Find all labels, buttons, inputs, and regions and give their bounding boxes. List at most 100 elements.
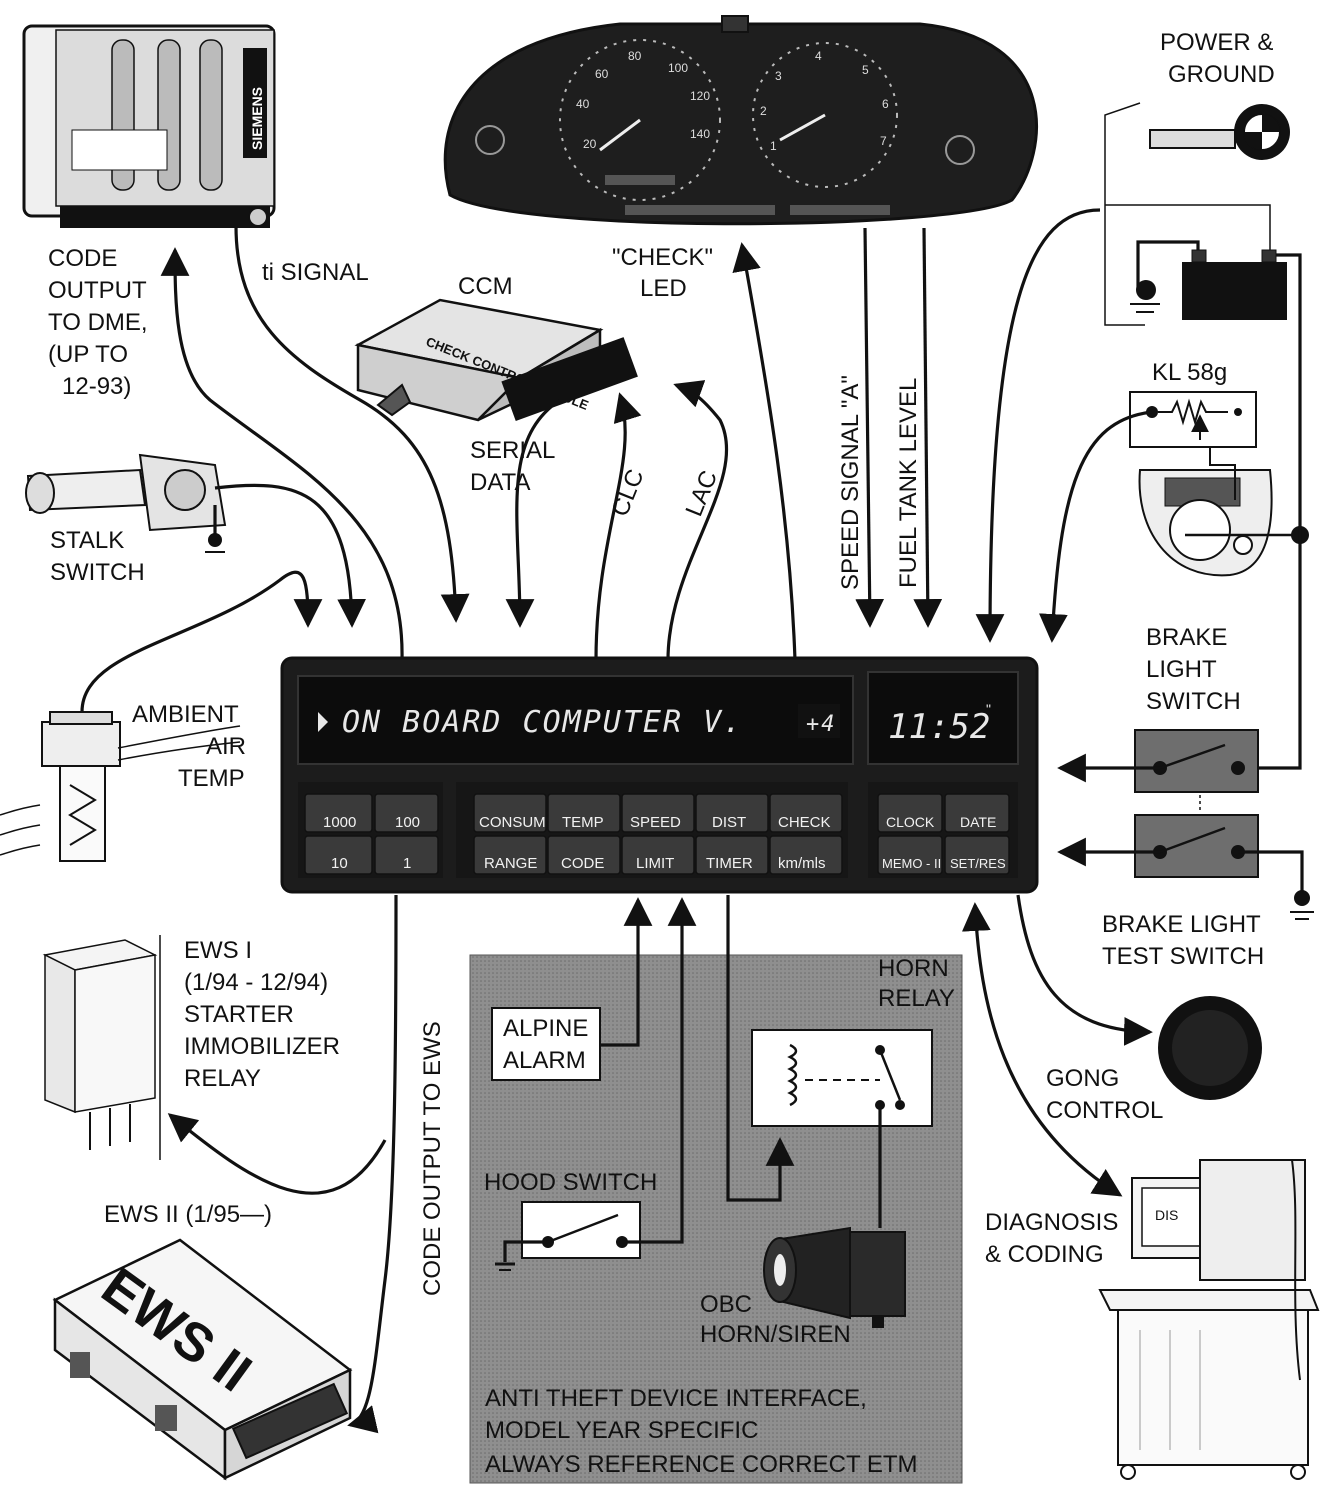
anti-theft-line-2: MODEL YEAR SPECIFIC	[485, 1417, 758, 1444]
tacho-tick-3: 3	[775, 69, 782, 83]
speedo-tick-100: 100	[668, 61, 688, 75]
alpine-alarm-label-2: ALARM	[503, 1047, 586, 1074]
ews2-label: EWS II (1/95—)	[104, 1201, 272, 1228]
btn-label-memo: MEMO - II	[882, 856, 941, 871]
kl58g-label: KL 58g	[1152, 359, 1227, 386]
obc-horn-label-2: HORN/SIREN	[700, 1321, 851, 1348]
tacho-tick-1: 1	[770, 139, 777, 153]
horn-relay-label-2: RELAY	[878, 985, 955, 1012]
obc-button-limit[interactable]: LIMIT	[621, 835, 695, 875]
code-output-ews-label: CODE OUTPUT TO EWS	[419, 1021, 446, 1296]
ews1-relay	[42, 935, 161, 1160]
speedo-tick-60: 60	[595, 67, 609, 81]
horn-relay: HORN RELAY	[751, 955, 955, 1127]
obc-button-set-res[interactable]: SET/RES	[944, 835, 1010, 875]
alpine-alarm-label-1: ALPINE	[503, 1015, 588, 1042]
btn-label-set-res: SET/RES	[950, 856, 1006, 871]
btn-label-speed: SPEED	[630, 814, 681, 831]
obc-display-symbol: +4	[806, 712, 837, 737]
btn-label-consum: CONSUM	[479, 814, 546, 831]
obc-button-km-mls[interactable]: km/mls	[769, 835, 843, 875]
ews1-label-5: RELAY	[184, 1065, 261, 1092]
siemens-logo-text: SIEMENS	[249, 87, 265, 150]
brake-light-switch	[1134, 729, 1259, 793]
check-led-label-2: LED	[640, 275, 687, 302]
obc-button-check[interactable]: CHECK	[769, 793, 843, 833]
btn-label-1000: 1000	[323, 814, 356, 831]
obc-button-timer[interactable]: TIMER	[695, 835, 769, 875]
obc-button-temp[interactable]: TEMP	[547, 793, 621, 833]
serial-data-label-2: DATA	[470, 469, 530, 496]
obc-button-range[interactable]: RANGE	[473, 835, 547, 875]
tacho-tick-7: 7	[880, 134, 887, 148]
code-output-dme-label-4: (UP TO	[48, 341, 128, 368]
obc-button-date[interactable]: DATE	[944, 793, 1010, 833]
anti-theft-line-3: ALWAYS REFERENCE CORRECT ETM	[485, 1451, 918, 1478]
ews1-label-4: IMMOBILIZER	[184, 1033, 340, 1060]
power-ground-label-1: POWER &	[1160, 29, 1273, 56]
speedo-tick-20: 20	[583, 137, 597, 151]
obc-button-memo[interactable]: MEMO - II	[877, 835, 943, 875]
gong	[1158, 996, 1262, 1100]
btn-label-range: RANGE	[484, 855, 537, 872]
speedo-tick-140: 140	[690, 127, 710, 141]
ccm-label: CCM	[458, 273, 513, 300]
anti-theft-line-1: ANTI THEFT DEVICE INTERFACE,	[485, 1385, 867, 1412]
btn-label-100: 100	[395, 814, 420, 831]
speed-signal-label: SPEED SIGNAL "A"	[837, 375, 864, 590]
ambient-air-label-3: TEMP	[178, 765, 245, 792]
alpine-alarm: ALPINE ALARM	[491, 1007, 601, 1081]
ews1-label-2: (1/94 - 12/94)	[184, 969, 328, 996]
ambient-air-label-1: AMBIENT	[132, 701, 239, 728]
btn-label-timer: TIMER	[706, 855, 753, 872]
speedo-tick-80: 80	[628, 49, 642, 63]
dis-tester: DIS	[1098, 1159, 1320, 1480]
fuel-tank-level-label: FUEL TANK LEVEL	[895, 378, 922, 588]
brake-light-switch-label-1: BRAKE	[1146, 624, 1227, 651]
dme-siemens-module: SIEMENS	[22, 24, 276, 228]
obc-button-10[interactable]: 10	[304, 835, 373, 875]
speedo-tick-120: 120	[690, 89, 710, 103]
ews1-label-3: STARTER	[184, 1001, 294, 1028]
btn-label-10: 10	[331, 855, 348, 872]
obc-button-speed[interactable]: SPEED	[621, 793, 695, 833]
battery	[1105, 204, 1287, 320]
ambient-air-label-2: AIR	[206, 733, 246, 760]
ews1-label-1: EWS I	[184, 937, 252, 964]
obc-button-clock[interactable]: CLOCK	[877, 793, 943, 833]
code-output-dme-label-5: 12-93)	[62, 373, 131, 400]
tacho-tick-5: 5	[862, 63, 869, 77]
code-output-dme-label-2: OUTPUT	[48, 277, 147, 304]
diagnosis-label-2: & CODING	[985, 1241, 1104, 1268]
obc-button-100[interactable]: 100	[374, 793, 439, 833]
horn-relay-label-1: HORN	[878, 955, 949, 982]
brake-light-switch-label-2: LIGHT	[1146, 656, 1217, 683]
kl58g-dimmer	[1129, 391, 1273, 577]
obc-button-dist[interactable]: DIST	[695, 793, 769, 833]
ambient-air-temp-sensor	[0, 711, 241, 862]
btn-label-dist: DIST	[712, 814, 746, 831]
speedo-tick-40: 40	[576, 97, 590, 111]
btn-label-date: DATE	[960, 814, 996, 830]
obc-button-1[interactable]: 1	[374, 835, 439, 875]
obc-button-1000[interactable]: 1000	[304, 793, 373, 833]
ews2-module: EWS II	[52, 1238, 353, 1481]
btn-label-clock: CLOCK	[886, 814, 935, 830]
btn-label-check: CHECK	[778, 814, 831, 831]
obc-button-code[interactable]: CODE	[547, 835, 621, 875]
serial-data-label-1: SERIAL	[470, 437, 555, 464]
ignition-key	[1149, 104, 1290, 160]
obc-clock: 11:52	[888, 707, 990, 747]
btn-label-code: CODE	[561, 855, 604, 872]
svg-text:": "	[986, 701, 991, 717]
btn-label-limit: LIMIT	[636, 855, 674, 872]
hood-switch: HOOD SWITCH	[484, 1169, 657, 1271]
brake-light-test-switch	[1134, 814, 1259, 878]
obc-button-consum[interactable]: CONSUM	[473, 793, 547, 833]
tacho-tick-2: 2	[760, 104, 767, 118]
hood-switch-label: HOOD SWITCH	[484, 1169, 657, 1196]
stalk-switch	[25, 453, 227, 553]
diagnosis-label-1: DIAGNOSIS	[985, 1209, 1118, 1236]
brake-light-switch-label-3: SWITCH	[1146, 688, 1241, 715]
